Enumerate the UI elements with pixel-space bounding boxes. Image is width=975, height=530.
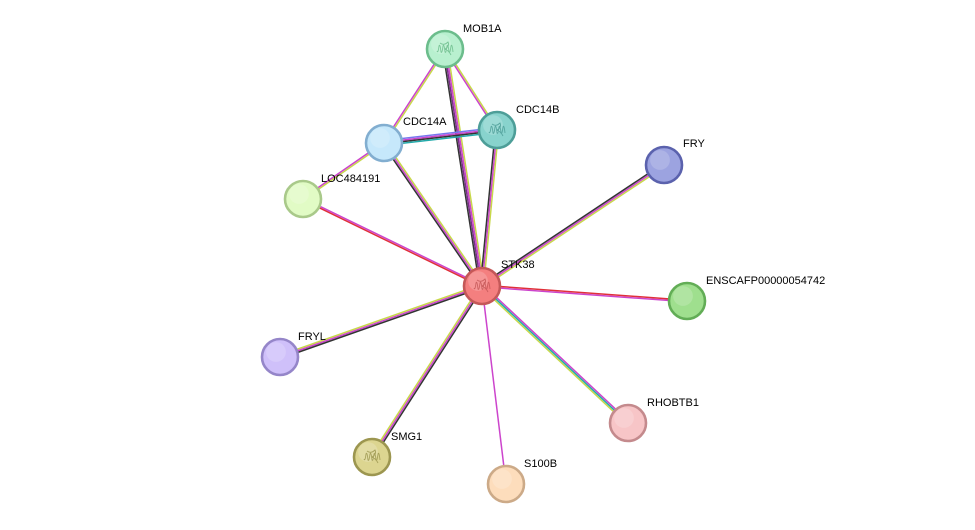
- node-fry[interactable]: FRY: [644, 138, 705, 185]
- edge-line: [303, 197, 483, 286]
- node-circle: [667, 281, 707, 321]
- edge-line: [480, 286, 628, 425]
- edge-enscafp00000054742-stk38[interactable]: [481, 284, 688, 303]
- protein-structure-icon: [488, 122, 506, 137]
- edge-line: [481, 285, 507, 485]
- edge-mob1a-stk38[interactable]: [441, 48, 486, 287]
- protein-structure-icon: [363, 449, 381, 464]
- edge-rhobtb1-stk38[interactable]: [480, 284, 630, 425]
- node-highlight: [673, 286, 693, 306]
- edge-line: [279, 283, 482, 357]
- node-label: CDC14A: [403, 116, 447, 128]
- edge-loc484191-stk38[interactable]: [302, 197, 483, 288]
- edge-line: [384, 141, 484, 286]
- node-cdc14a[interactable]: CDC14A: [364, 116, 447, 163]
- edge-line: [445, 48, 484, 286]
- node-circle: [644, 145, 684, 185]
- node-label: S100B: [524, 458, 557, 470]
- node-loc484191[interactable]: LOC484191: [283, 173, 380, 219]
- node-rhobtb1[interactable]: RHOBTB1: [608, 397, 699, 443]
- node-smg1[interactable]: SMG1: [352, 431, 422, 477]
- node-highlight: [370, 128, 390, 148]
- edge-line: [383, 142, 483, 287]
- node-label: FRY: [683, 138, 705, 150]
- protein-structure-icon: [436, 41, 454, 56]
- edge-line: [481, 285, 629, 424]
- node-circle: [364, 123, 404, 163]
- node-highlight: [614, 408, 634, 428]
- node-label: FRYL: [298, 331, 326, 343]
- node-highlight: [650, 150, 670, 170]
- edge-line: [302, 199, 482, 288]
- edge-line: [372, 286, 484, 459]
- edge-line: [481, 286, 687, 303]
- nodes-layer: STK38 MOB1A CDC14A CDC14B LOC484191 FRY ENSCAF…: [260, 23, 825, 504]
- node-label: CDC14B: [516, 104, 559, 116]
- edge-cdc14b-stk38[interactable]: [479, 129, 500, 287]
- edge-line: [371, 285, 483, 458]
- node-label: ENSCAFP00000054742: [706, 275, 825, 287]
- node-fryl[interactable]: FRYL: [260, 331, 326, 377]
- edge-line: [482, 165, 666, 288]
- edge-fryl-stk38[interactable]: [279, 283, 483, 360]
- edge-fry-stk38[interactable]: [480, 163, 666, 288]
- node-circle: [283, 179, 323, 219]
- node-mob1a[interactable]: MOB1A: [425, 23, 502, 69]
- node-label: RHOBTB1: [647, 397, 699, 409]
- edge-cdc14a-stk38[interactable]: [382, 141, 484, 288]
- protein-structure-icon: [473, 278, 491, 293]
- node-highlight: [289, 184, 309, 204]
- node-label: LOC484191: [321, 173, 380, 185]
- node-s100b[interactable]: S100B: [486, 458, 557, 504]
- edge-line: [481, 164, 665, 287]
- node-circle: [486, 464, 526, 504]
- node-label: STK38: [501, 259, 535, 271]
- node-circle: [260, 337, 300, 377]
- edge-line: [441, 49, 481, 287]
- node-label: SMG1: [391, 431, 422, 443]
- edge-line: [480, 163, 664, 286]
- edge-line: [482, 284, 688, 301]
- node-circle: [608, 403, 648, 443]
- edge-line: [481, 129, 498, 287]
- node-stk38[interactable]: STK38: [462, 259, 535, 306]
- node-highlight: [266, 342, 286, 362]
- edge-smg1-stk38[interactable]: [370, 284, 484, 459]
- edge-line: [482, 284, 630, 423]
- edge-line: [382, 143, 482, 288]
- edge-line: [279, 285, 483, 358]
- node-highlight: [492, 469, 512, 489]
- edge-line: [370, 284, 482, 457]
- edge-line: [443, 49, 482, 287]
- node-enscafp00000054742[interactable]: ENSCAFP00000054742: [667, 275, 825, 321]
- node-label: MOB1A: [463, 23, 502, 35]
- edge-line: [482, 130, 500, 287]
- edge-line: [446, 48, 486, 286]
- edge-line: [280, 286, 483, 360]
- node-cdc14b[interactable]: CDC14B: [477, 104, 559, 150]
- edge-s100b-stk38[interactable]: [481, 285, 507, 485]
- edge-line: [479, 129, 497, 286]
